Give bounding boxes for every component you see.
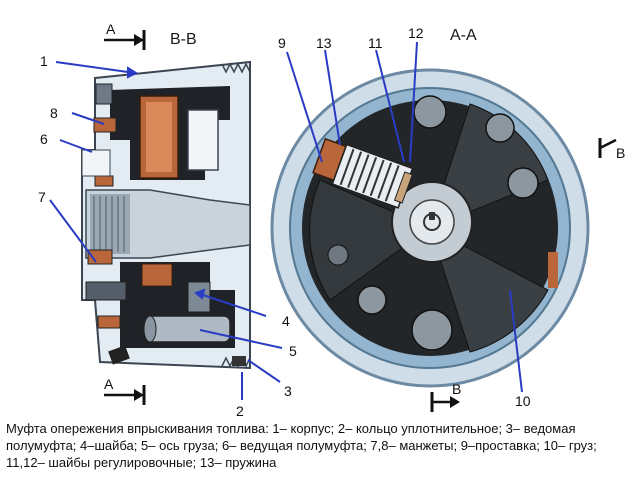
hub-inner	[409, 199, 455, 245]
section-arrow-b-bottom-label: В	[452, 381, 461, 397]
spring-coils	[339, 148, 400, 202]
bolt-4	[357, 285, 387, 315]
weight-segment-3	[309, 179, 432, 301]
label-5: 5	[289, 343, 297, 359]
thread-connector	[85, 281, 127, 301]
hub-key	[429, 212, 435, 220]
spline-lines	[93, 196, 125, 252]
driving-half-coupling	[81, 149, 111, 177]
section-bb-view	[81, 60, 251, 370]
section-arrow-a-top-label: А	[106, 21, 116, 37]
label-2: 2	[236, 403, 244, 418]
label-13: 13	[316, 35, 332, 51]
copper-block-highlight	[146, 102, 172, 172]
section-marker-a-bottom: А	[104, 376, 146, 405]
seal-upper-small	[94, 175, 114, 187]
spring-assembly	[312, 137, 414, 209]
adjusting-washers	[393, 171, 413, 204]
label-9: 9	[278, 35, 286, 51]
seal-lower-small	[97, 315, 121, 329]
section-marker-b-bottom: В	[430, 381, 461, 412]
bolt-3	[507, 167, 539, 199]
fuel-injection-advance-coupling-diagram: А В-В А	[38, 21, 625, 418]
seal-8	[93, 117, 117, 133]
copper-block-lower	[141, 263, 173, 287]
label-1: 1	[40, 53, 48, 69]
bolt-1	[413, 95, 447, 129]
axle-end	[143, 315, 157, 343]
section-bb-title: В-В	[170, 31, 197, 48]
weight-axle	[145, 315, 231, 343]
section-marker-a-top: А	[104, 21, 146, 50]
label-12: 12	[408, 25, 424, 41]
figure-caption: Муфта опережения впрыскивания топлива: 1…	[6, 421, 597, 470]
shaft-spline	[90, 194, 130, 254]
section-aa-view	[270, 68, 590, 388]
section-arrow-b-right-label: В	[616, 145, 625, 161]
copper-accent	[548, 252, 558, 288]
label-7: 7	[38, 189, 46, 205]
leader-lines	[49, 41, 523, 400]
bolt-5	[411, 309, 453, 351]
section-arrow-a-bottom-label: А	[104, 376, 114, 392]
label-3: 3	[284, 383, 292, 399]
label-10: 10	[515, 393, 531, 409]
bolt-top	[95, 83, 113, 105]
ring-2	[232, 356, 246, 366]
label-11: 11	[368, 35, 383, 51]
thread-top	[221, 62, 251, 74]
label-4: 4	[282, 313, 290, 329]
bolt-2	[485, 113, 515, 143]
section-aa-title: А-А	[450, 27, 477, 44]
lower-bracket	[108, 345, 130, 365]
inner-sleeve	[187, 109, 219, 171]
section-marker-b-right: В	[598, 138, 625, 161]
bolt-6	[327, 244, 349, 266]
label-8: 8	[50, 105, 58, 121]
label-6: 6	[40, 131, 48, 147]
